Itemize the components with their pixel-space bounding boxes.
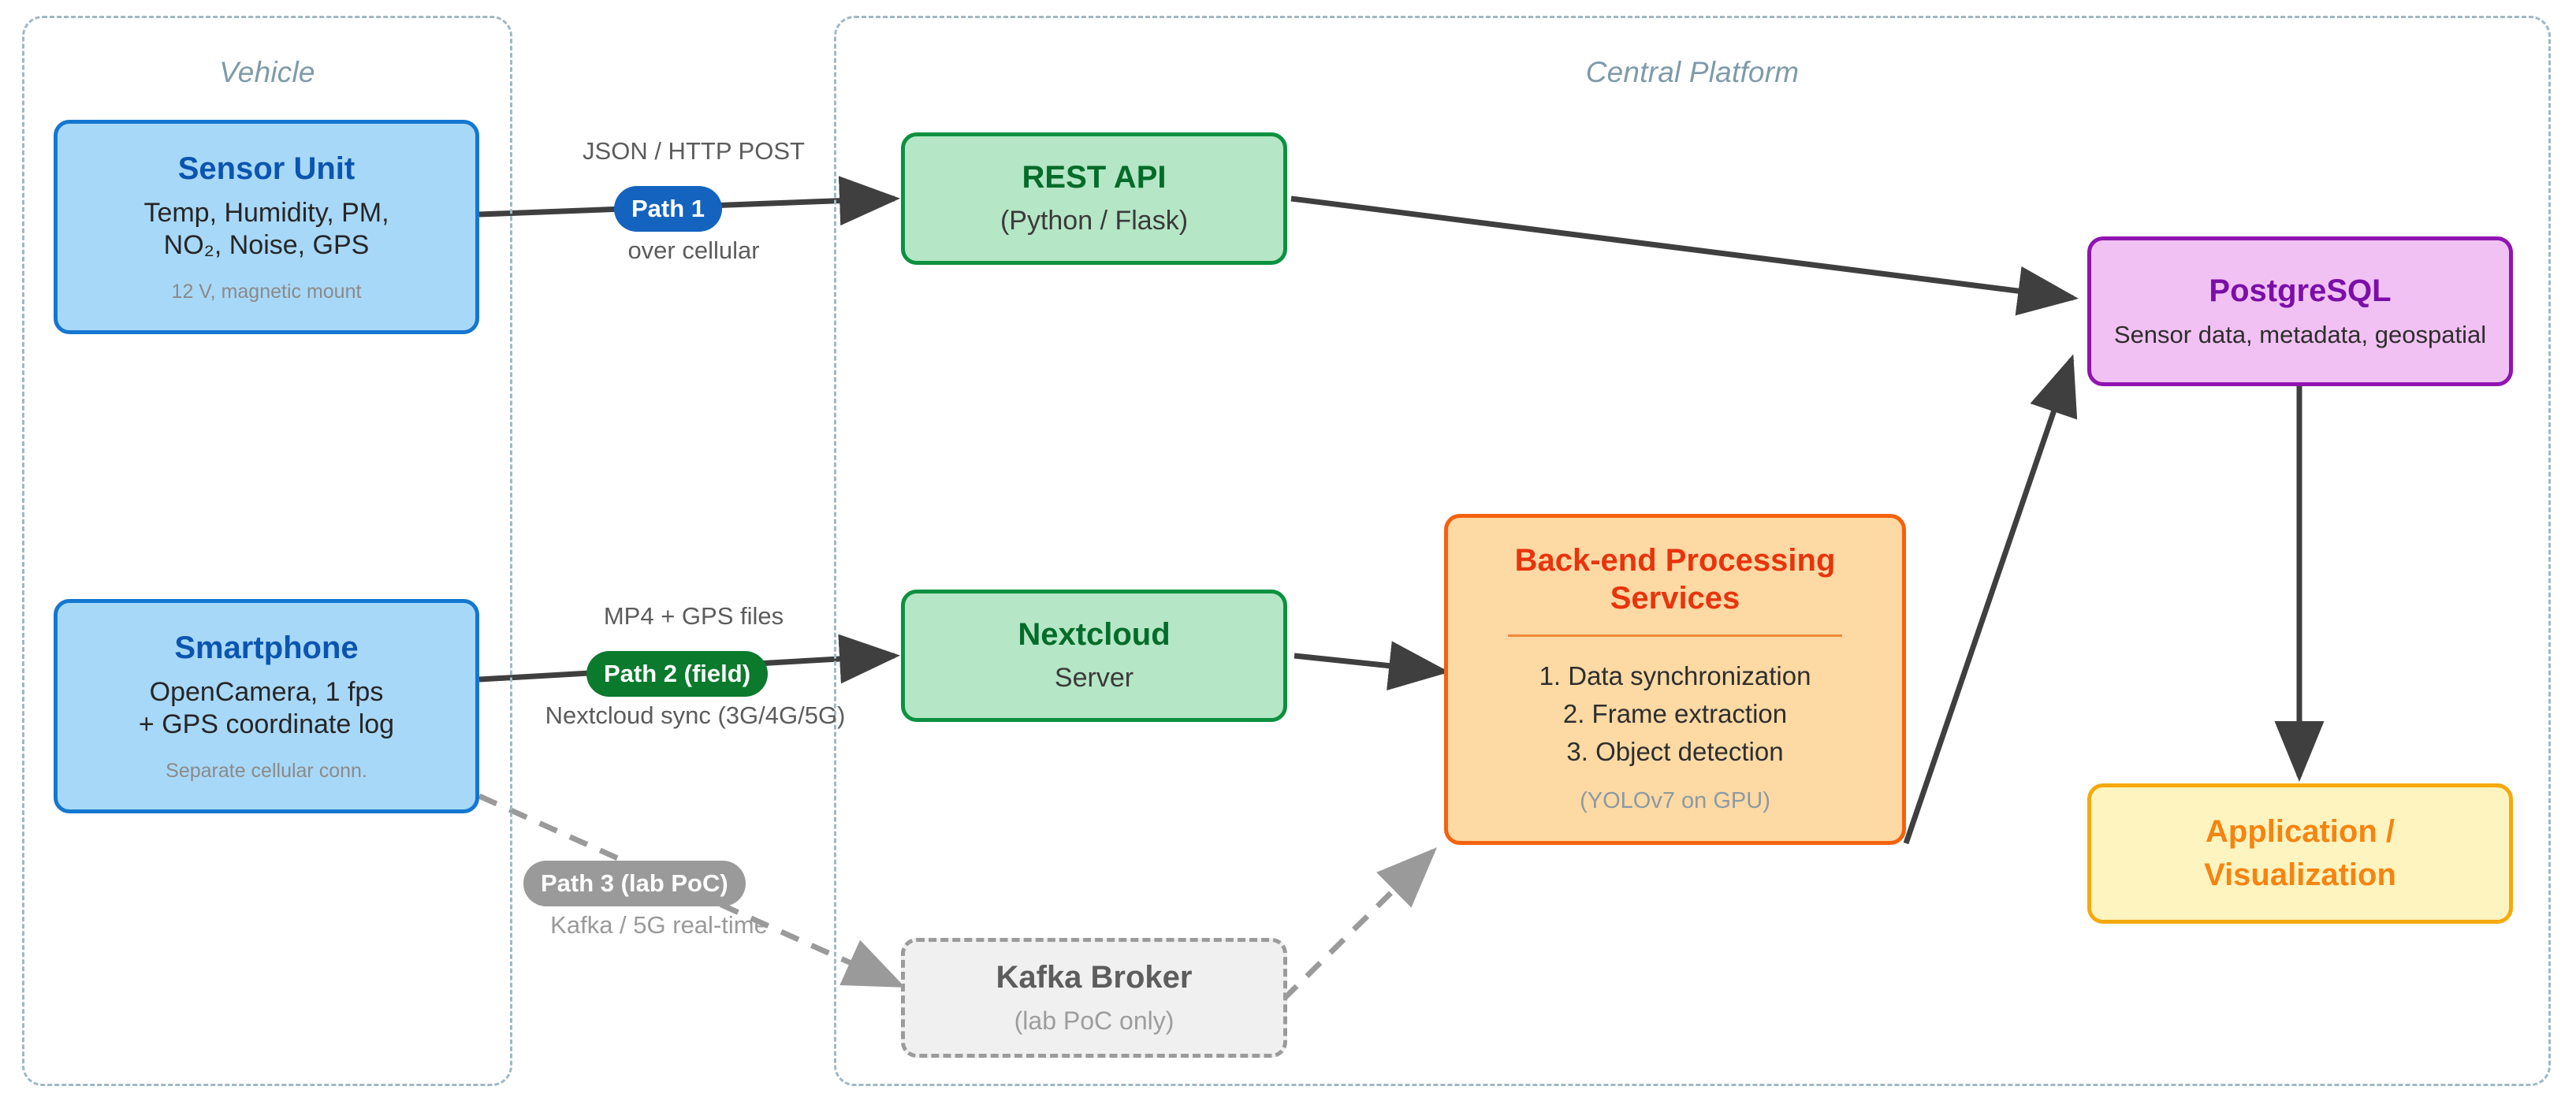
node-smartphone-note: Separate cellular conn. [166,759,367,782]
node-sensor-unit-title: Sensor Unit [177,151,356,187]
node-application-title-line1: Application / [2206,813,2395,849]
node-postgresql[interactable]: PostgreSQL Sensor data, metadata, geospa… [2087,236,2513,386]
edge-path3-badge[interactable]: Path 3 (lab PoC) [523,861,746,906]
edge-path3-label-below: Kafka / 5G real-time [550,911,768,939]
node-sensor-unit-note: 12 V, magnetic mount [171,280,362,303]
node-nextcloud[interactable]: Nextcloud Server [901,590,1287,722]
edge-path2-label-below: Nextcloud sync (3G/4G/5G) [545,701,846,729]
node-backend-title-line1: Back-end Processing [1514,543,1836,578]
node-rest-api-subtitle: (Python / Flask) [1000,206,1189,236]
node-sensor-unit[interactable]: Sensor Unit Temp, Humidity, PM, NO₂, Noi… [54,120,479,334]
node-nextcloud-title: Nextcloud [1018,617,1171,653]
node-backend-step-2: 2. Frame extraction [1562,699,1788,729]
node-smartphone-line1: OpenCamera, 1 fps [149,676,384,707]
node-backend-processing-services[interactable]: Back-end Processing Services 1. Data syn… [1444,514,1906,845]
node-smartphone-title: Smartphone [174,631,359,666]
node-rest-api-title: REST API [1022,160,1167,195]
edge-path1-label-above: JSON / HTTP POST [583,137,805,165]
node-backend-note: (YOLOv7 on GPU) [1580,787,1770,813]
node-nextcloud-subtitle: Server [1054,663,1134,694]
group-central-platform-label: Central Platform [1585,56,1800,88]
node-sensor-unit-line1: Temp, Humidity, PM, [143,197,389,228]
node-backend-step-1: 1. Data synchronization [1539,661,1811,690]
node-application-title-line2: Visualization [2204,858,2396,892]
group-central-platform: Central Platform [834,16,2551,1086]
group-vehicle-label: Vehicle [219,56,315,88]
node-application-visualization[interactable]: Application / Visualization [2087,783,2513,924]
node-backend-title-line2: Services [1610,581,1740,616]
node-backend-divider [1507,634,1843,637]
node-smartphone[interactable]: Smartphone OpenCamera, 1 fps + GPS coord… [54,599,479,813]
node-postgresql-title: PostgreSQL [2209,273,2392,308]
node-kafka-broker[interactable]: Kafka Broker (lab PoC only) [901,938,1287,1058]
edge-path2-label-above: MP4 + GPS files [603,602,784,630]
node-smartphone-line2: + GPS coordinate log [138,709,395,740]
node-sensor-unit-line2: NO₂, Noise, GPS [163,230,370,261]
node-backend-step-3: 3. Object detection [1566,737,1784,767]
node-kafka-broker-subtitle: (lab PoC only) [1014,1006,1174,1035]
node-postgresql-subtitle: Sensor data, metadata, geospatial [2113,321,2487,349]
edge-path1-label-below: over cellular [627,236,760,264]
edge-path2-badge[interactable]: Path 2 (field) [586,651,769,697]
group-vehicle: Vehicle [22,16,512,1086]
node-rest-api[interactable]: REST API (Python / Flask) [901,132,1287,265]
edge-path1-badge[interactable]: Path 1 [614,186,723,232]
node-kafka-broker-title: Kafka Broker [996,960,1193,995]
